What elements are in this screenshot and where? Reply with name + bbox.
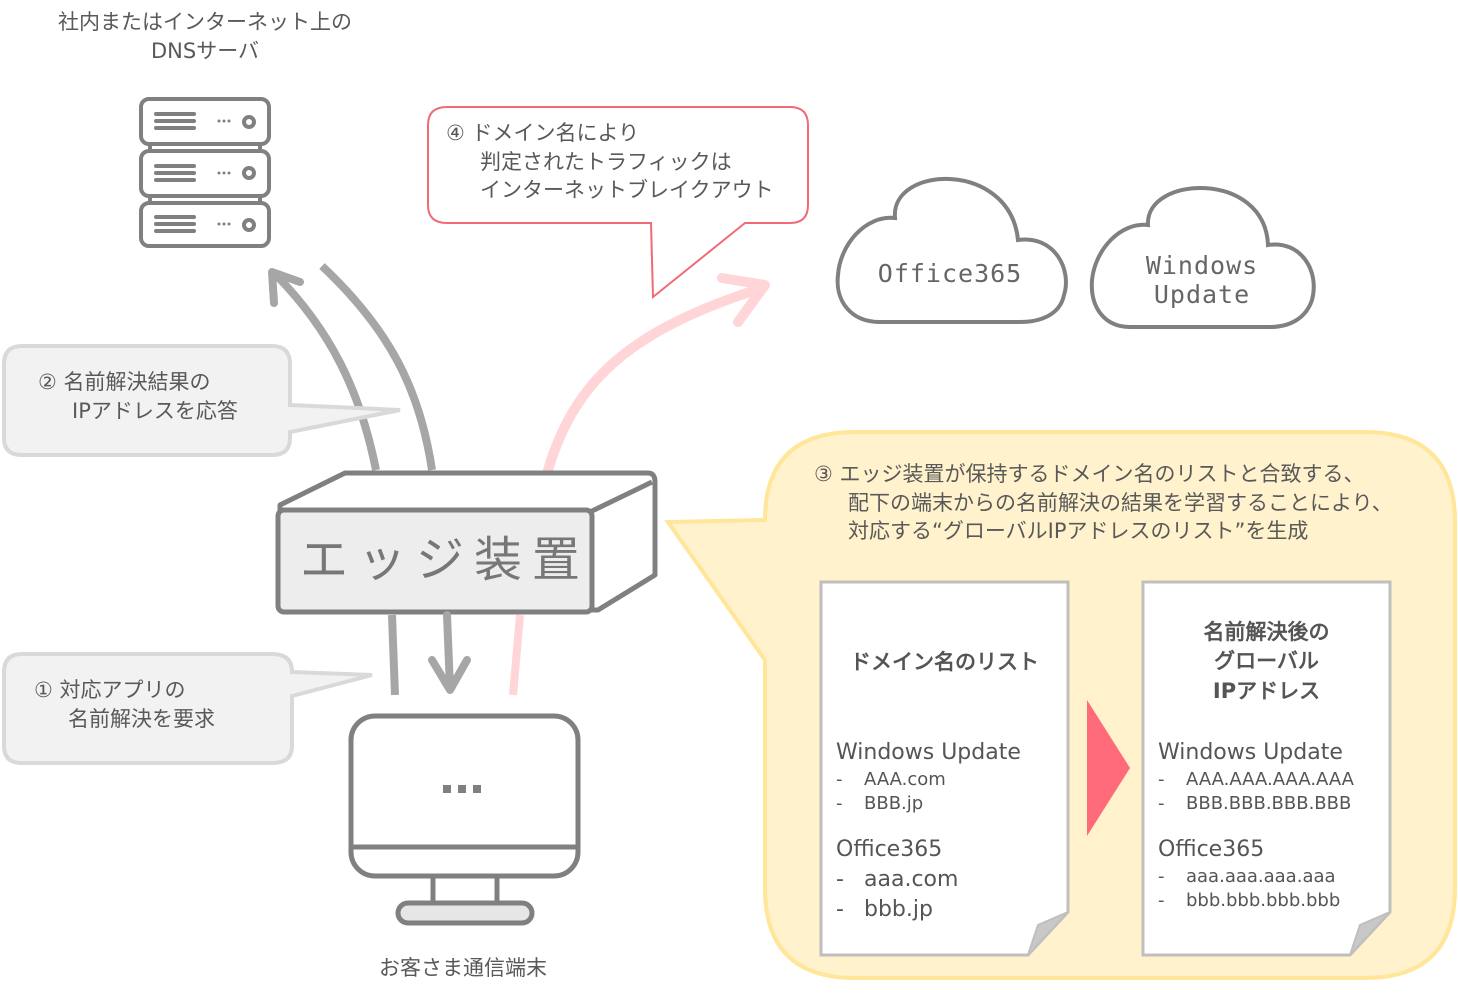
query-arrow [268, 268, 380, 471]
step1-line1: 対応アプリの [59, 678, 186, 702]
cloud-wu-line1: Windows [1145, 251, 1259, 280]
group-name: Office365 [836, 836, 943, 862]
step4-line2: 判定されたトラフィックは [480, 149, 732, 174]
bullet: - [836, 896, 844, 922]
callout-step2-shape [1, 344, 401, 457]
step4-line1: ドメイン名により [471, 121, 640, 145]
response-down-arrow [428, 611, 471, 694]
group-name: Windows Update [1158, 740, 1343, 765]
cloud-wu-line2: Update [1153, 279, 1251, 309]
list-item: BBB.jp [864, 793, 924, 815]
dns-server-icon [139, 97, 271, 248]
list-item: aaa.com [864, 866, 959, 892]
list-item: AAA.AAA.AAA.AAA [1186, 768, 1354, 790]
doc-ip-list-body: Windows Update -AAA.AAA.AAA.AAA -BBB.BBB… [1158, 738, 1354, 914]
bullet: - [1158, 890, 1165, 912]
client-label: お客さま通信端末 [379, 956, 547, 980]
response-line [319, 263, 436, 471]
group-name: Windows Update [836, 740, 1021, 765]
list-item: aaa.aaa.aaa.aaa [1186, 865, 1336, 887]
doc-ip-title-line2: グローバル [1214, 649, 1319, 674]
breakout-line [509, 614, 524, 696]
cloud-windows-update-label: Windows Update [1102, 251, 1302, 310]
list-item: AAA.com [864, 768, 946, 790]
step3-line3: 対応する“グローバルIPアドレスのリスト”を生成 [848, 519, 1309, 544]
step2-line1: 名前解決結果の [63, 370, 211, 394]
edge-device-icon [275, 470, 658, 615]
doc-ip-title-line1: 名前解決後の [1203, 620, 1330, 644]
client-monitor-icon [348, 713, 581, 926]
group-name: Office365 [1158, 836, 1265, 862]
breakout-arrow [543, 273, 770, 475]
doc-ip-list-title: 名前解決後の グローバル IPアドレス [1143, 618, 1390, 706]
callout-step4-shape [427, 106, 809, 300]
callout-step4-text: ④ ドメイン名により 判定されたトラフィックは インターネットブレイクアウト [446, 119, 774, 205]
cloud-office365-label: Office365 [877, 259, 1023, 288]
bullet: - [1158, 768, 1165, 790]
step4-number: ④ [446, 121, 465, 145]
callout-step1-text: ① 対応アプリの 名前解決を要求 [34, 676, 215, 733]
bullet: - [1158, 865, 1165, 887]
doc-domain-list-shape [819, 580, 1070, 957]
list-item: bbb.bbb.bbb.bbb [1186, 890, 1341, 912]
step1-number: ① [34, 678, 53, 702]
step3-line2: 配下の端末からの名前解決の結果を学習することにより、 [848, 490, 1393, 515]
cloud-windows-update-icon [1089, 186, 1316, 329]
request-line [388, 614, 399, 696]
cloud-office365-icon [835, 177, 1068, 324]
doc-domain-list-body: Windows Update -AAA.com -BBB.jp Office36… [836, 738, 1021, 925]
callout-step1-shape [1, 652, 373, 765]
step2-line2: IPアドレスを応答 [72, 398, 238, 423]
doc-ip-title-line3: IPアドレス [1212, 678, 1321, 703]
transform-arrow-icon [1087, 700, 1130, 836]
list-item: BBB.BBB.BBB.BBB [1186, 793, 1352, 815]
dns-label-line1: 社内またはインターネット上の [58, 10, 352, 34]
step3-number: ③ [814, 462, 833, 486]
bullet: - [836, 793, 843, 815]
list-item: bbb.jp [864, 896, 933, 922]
doc-domain-list-title: ドメイン名のリスト [850, 650, 1039, 674]
step4-line3: インターネットブレイクアウト [480, 178, 774, 203]
callout-step2-text: ② 名前解決結果の IPアドレスを応答 [38, 368, 238, 425]
bullet: - [836, 768, 843, 790]
step2-number: ② [38, 370, 57, 394]
dns-server-label: 社内またはインターネット上の DNSサーバ [40, 8, 370, 65]
dns-label-line2: DNSサーバ [151, 38, 259, 63]
bullet: - [836, 866, 844, 892]
bullet: - [1158, 793, 1165, 815]
step3-line1: エッジ装置が保持するドメイン名のリストと合致する、 [839, 462, 1365, 486]
edge-device-label: エッジ装置 [300, 532, 591, 588]
callout-step3-text: ③ エッジ装置が保持するドメイン名のリストと合致する、 配下の端末からの名前解決… [814, 460, 1393, 546]
step1-line2: 名前解決を要求 [68, 706, 215, 731]
doc-ip-list-shape [1141, 580, 1392, 957]
